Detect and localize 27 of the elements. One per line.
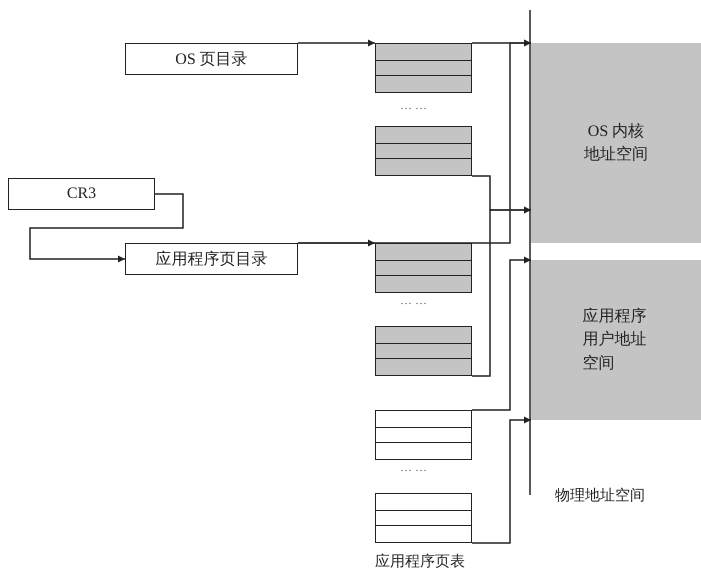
arrow bbox=[472, 256, 531, 411]
box-label: OS 页目录 bbox=[175, 50, 248, 70]
region-label: 应用程序用户地址空间 bbox=[582, 306, 648, 374]
arrow bbox=[298, 40, 375, 46]
box-label: 应用程序页目录 bbox=[156, 250, 268, 270]
register-box bbox=[125, 243, 298, 275]
page-table bbox=[375, 410, 472, 460]
region-label: OS 内核地址空间 bbox=[583, 122, 649, 165]
arrow bbox=[298, 40, 531, 244]
page-table bbox=[375, 326, 472, 376]
page-table bbox=[375, 126, 472, 176]
register-box bbox=[8, 178, 155, 210]
page-table bbox=[375, 493, 472, 543]
register-box bbox=[125, 43, 298, 75]
arrow bbox=[29, 193, 184, 262]
ellipsis: … … bbox=[400, 98, 427, 113]
arrow bbox=[472, 416, 531, 544]
page-table bbox=[375, 43, 472, 93]
box-label: CR3 bbox=[66, 185, 96, 203]
page-table bbox=[375, 243, 472, 293]
ellipsis: … … bbox=[400, 293, 427, 308]
memory-region bbox=[531, 260, 701, 420]
arrow bbox=[472, 206, 531, 377]
memory-region bbox=[531, 43, 701, 243]
axis-caption: 物理地址空间 bbox=[555, 486, 645, 505]
table-caption: 应用程序页表 bbox=[375, 552, 465, 571]
ellipsis: … … bbox=[400, 460, 427, 475]
